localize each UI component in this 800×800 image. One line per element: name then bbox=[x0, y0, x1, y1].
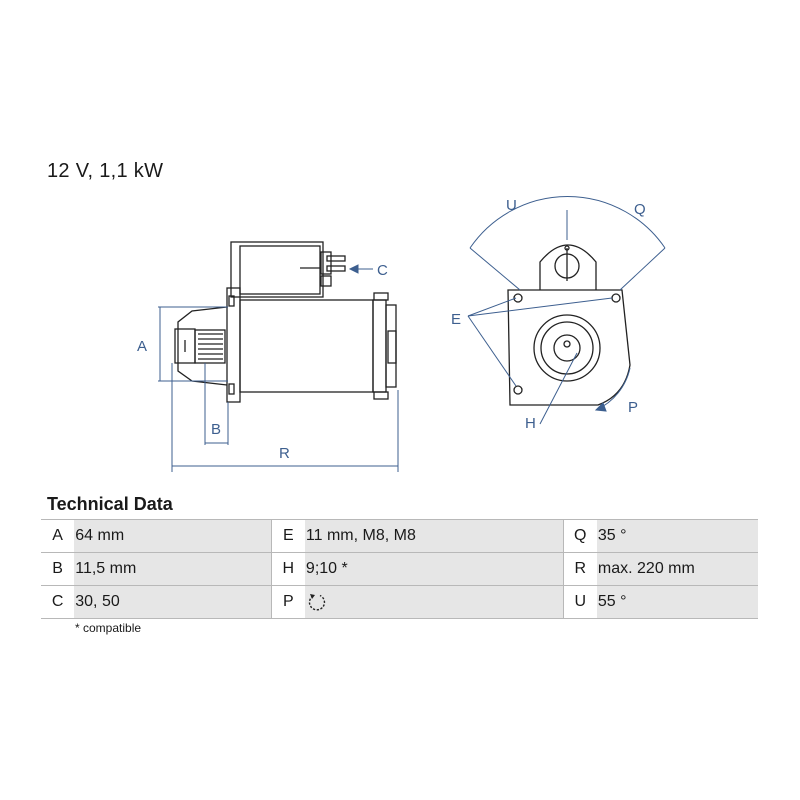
dimension-label-a: A bbox=[137, 338, 147, 355]
spec-value: 64 mm bbox=[74, 519, 272, 553]
dimension-label-q: Q bbox=[634, 201, 646, 218]
rotation-counterclockwise-icon bbox=[308, 594, 326, 611]
spec-key: C bbox=[41, 585, 75, 619]
technical-data-table: A 64 mm E 11 mm, M8, M8 Q 35 ° B 11,5 mm… bbox=[41, 519, 758, 619]
dimension-label-u: U bbox=[506, 197, 517, 214]
spec-key: R bbox=[562, 552, 597, 586]
voltage-power-headline: 12 V, 1,1 kW bbox=[47, 160, 164, 182]
table-row: C 30, 50 P U 55 ° bbox=[41, 585, 758, 619]
compatibility-footnote: * compatible bbox=[75, 621, 142, 635]
dimension-label-b: B bbox=[211, 421, 221, 438]
spec-key: B bbox=[41, 552, 75, 586]
dimension-label-r: R bbox=[279, 445, 290, 462]
dimension-label-p: P bbox=[628, 399, 638, 416]
table-row: B 11,5 mm H 9;10 * R max. 220 mm bbox=[41, 552, 758, 586]
spec-key: Q bbox=[562, 519, 597, 553]
spec-key: E bbox=[270, 519, 305, 553]
spec-key: U bbox=[562, 585, 597, 619]
table-row: A 64 mm E 11 mm, M8, M8 Q 35 ° bbox=[41, 519, 758, 553]
spec-value: 55 ° bbox=[596, 585, 758, 619]
spec-value-rotation bbox=[304, 585, 564, 619]
starter-motor-technical-drawing: A B C R U Q E H P bbox=[137, 195, 666, 472]
spec-value: 9;10 * bbox=[304, 552, 564, 586]
spec-value: max. 220 mm bbox=[596, 552, 758, 586]
technical-data-title: Technical Data bbox=[47, 494, 173, 514]
dimension-label-c: C bbox=[377, 262, 388, 279]
spec-key: H bbox=[270, 552, 305, 586]
dimension-label-h: H bbox=[525, 415, 536, 432]
spec-key: P bbox=[270, 585, 305, 619]
dimension-label-e: E bbox=[451, 311, 461, 328]
spec-value: 35 ° bbox=[596, 519, 758, 553]
spec-key: A bbox=[41, 519, 75, 553]
spec-value: 30, 50 bbox=[74, 585, 272, 619]
spec-value: 11 mm, M8, M8 bbox=[304, 519, 564, 553]
spec-value: 11,5 mm bbox=[74, 552, 272, 586]
